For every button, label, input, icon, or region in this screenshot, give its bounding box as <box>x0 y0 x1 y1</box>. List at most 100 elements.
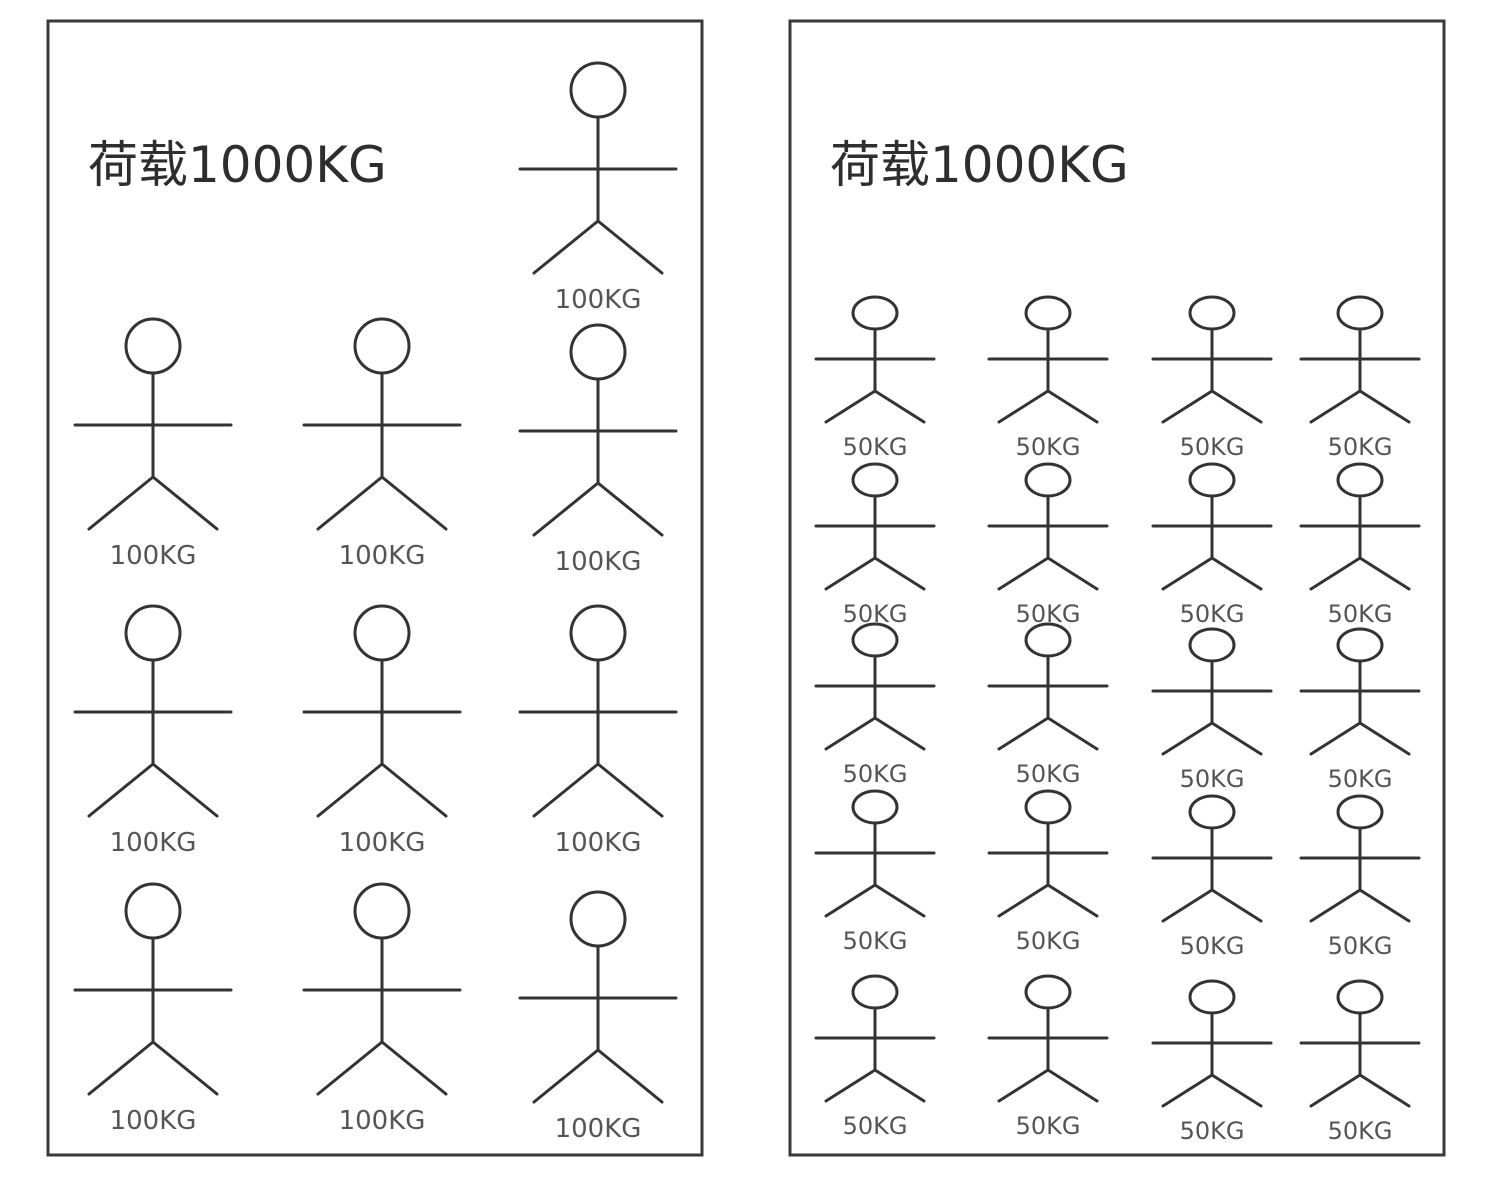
figure-left-leg <box>824 1068 877 1103</box>
figure-left-leg <box>1309 888 1362 923</box>
right-person-figure-10: 50KG <box>987 622 1109 788</box>
figure-left-leg <box>824 883 877 918</box>
figure-weight-label: 50KG <box>1016 433 1081 461</box>
figure-right-leg <box>1358 1073 1411 1108</box>
figure-weight-label: 50KG <box>843 433 908 461</box>
figure-left-leg <box>1161 721 1214 756</box>
stick-figure-person-icon <box>1299 627 1421 756</box>
figure-head <box>1024 789 1072 825</box>
stick-figure-person-icon <box>987 789 1109 918</box>
panel-left-border <box>46 19 704 1157</box>
figure-right-leg <box>1046 1068 1099 1103</box>
figure-head <box>569 323 627 381</box>
figure-weight-label: 100KG <box>339 828 426 858</box>
left-person-figure-3: 100KG <box>302 317 462 571</box>
figure-right-leg <box>1210 1073 1263 1108</box>
figure-head <box>1024 974 1072 1010</box>
figure-left-leg <box>1161 888 1214 923</box>
figure-left-leg <box>1309 1073 1362 1108</box>
stick-figure-person-icon <box>518 323 678 537</box>
stick-figure-person-icon <box>302 317 462 531</box>
figure-right-leg <box>1046 556 1099 591</box>
figure-left-leg <box>532 1048 600 1104</box>
right-person-figure-7: 50KG <box>1151 462 1273 628</box>
figure-weight-label: 100KG <box>110 828 197 858</box>
figure-weight-label: 50KG <box>1328 1117 1393 1145</box>
right-person-figure-15: 50KG <box>1151 794 1273 960</box>
figure-weight-label: 50KG <box>1328 433 1393 461</box>
figure-weight-label: 100KG <box>110 541 197 571</box>
left-person-figure-1: 100KG <box>518 61 678 315</box>
figure-head <box>1188 295 1236 331</box>
figure-weight-label: 100KG <box>555 547 642 577</box>
figure-left-leg <box>1161 1073 1214 1108</box>
stick-figure-person-icon <box>814 622 936 751</box>
figure-head <box>353 882 411 940</box>
right-person-figure-4: 50KG <box>1299 295 1421 461</box>
left-person-figure-5: 100KG <box>73 604 233 858</box>
figure-right-leg <box>151 762 219 818</box>
right-person-figure-14: 50KG <box>987 789 1109 955</box>
figure-weight-label: 50KG <box>1180 1117 1245 1145</box>
figure-left-leg <box>824 716 877 751</box>
figure-left-leg <box>1161 389 1214 424</box>
stick-figure-person-icon <box>987 974 1109 1103</box>
right-person-figure-11: 50KG <box>1151 627 1273 793</box>
figure-head <box>124 604 182 662</box>
figure-left-leg <box>87 762 155 818</box>
figure-right-leg <box>1210 556 1263 591</box>
stick-figure-person-icon <box>987 622 1109 751</box>
stick-figure-person-icon <box>1299 295 1421 424</box>
right-person-figure-3: 50KG <box>1151 295 1273 461</box>
figure-head <box>569 61 627 119</box>
panel-right-border <box>788 19 1446 1157</box>
figure-head <box>1024 622 1072 658</box>
stick-figure-person-icon <box>518 890 678 1104</box>
stick-figure-person-icon <box>1299 979 1421 1108</box>
stick-figure-person-icon <box>1151 295 1273 424</box>
stick-figure-person-icon <box>73 882 233 1096</box>
left-person-figure-7: 100KG <box>518 604 678 858</box>
stick-figure-person-icon <box>518 604 678 818</box>
left-person-figure-2: 100KG <box>73 317 233 571</box>
figure-right-leg <box>1210 721 1263 756</box>
figure-left-leg <box>87 475 155 531</box>
figure-head <box>1024 295 1072 331</box>
figure-right-leg <box>151 475 219 531</box>
right-person-figure-20: 50KG <box>1299 979 1421 1145</box>
figure-right-leg <box>1358 389 1411 424</box>
figure-weight-label: 50KG <box>843 927 908 955</box>
stick-figure-person-icon <box>1151 979 1273 1108</box>
right-person-figure-1: 50KG <box>814 295 936 461</box>
figure-head <box>1188 794 1236 830</box>
stick-figure-person-icon <box>1299 462 1421 591</box>
left-person-figure-9: 100KG <box>302 882 462 1136</box>
figure-head <box>1336 627 1384 663</box>
figure-left-leg <box>997 883 1050 918</box>
figure-left-leg <box>1309 389 1362 424</box>
figure-right-leg <box>596 219 664 275</box>
figure-right-leg <box>873 1068 926 1103</box>
figure-head <box>1188 627 1236 663</box>
figure-right-leg <box>380 762 448 818</box>
stick-figure-person-icon <box>73 604 233 818</box>
left-person-figure-10: 100KG <box>518 890 678 1144</box>
stick-figure-person-icon <box>1151 794 1273 923</box>
right-person-figure-17: 50KG <box>814 974 936 1140</box>
figure-left-leg <box>87 1040 155 1096</box>
panel-right-title: 荷载1000KG <box>830 136 1129 194</box>
stick-figure-person-icon <box>1151 462 1273 591</box>
figure-weight-label: 100KG <box>555 1114 642 1144</box>
figure-right-leg <box>1046 716 1099 751</box>
figure-weight-label: 50KG <box>1328 765 1393 793</box>
figure-left-leg <box>316 475 384 531</box>
figure-left-leg <box>997 1068 1050 1103</box>
stick-figure-person-icon <box>987 295 1109 424</box>
figure-head <box>1336 979 1384 1015</box>
left-person-figure-8: 100KG <box>73 882 233 1136</box>
figure-right-leg <box>151 1040 219 1096</box>
stick-figure-person-icon <box>814 974 936 1103</box>
figure-weight-label: 100KG <box>110 1106 197 1136</box>
figure-head <box>1336 295 1384 331</box>
